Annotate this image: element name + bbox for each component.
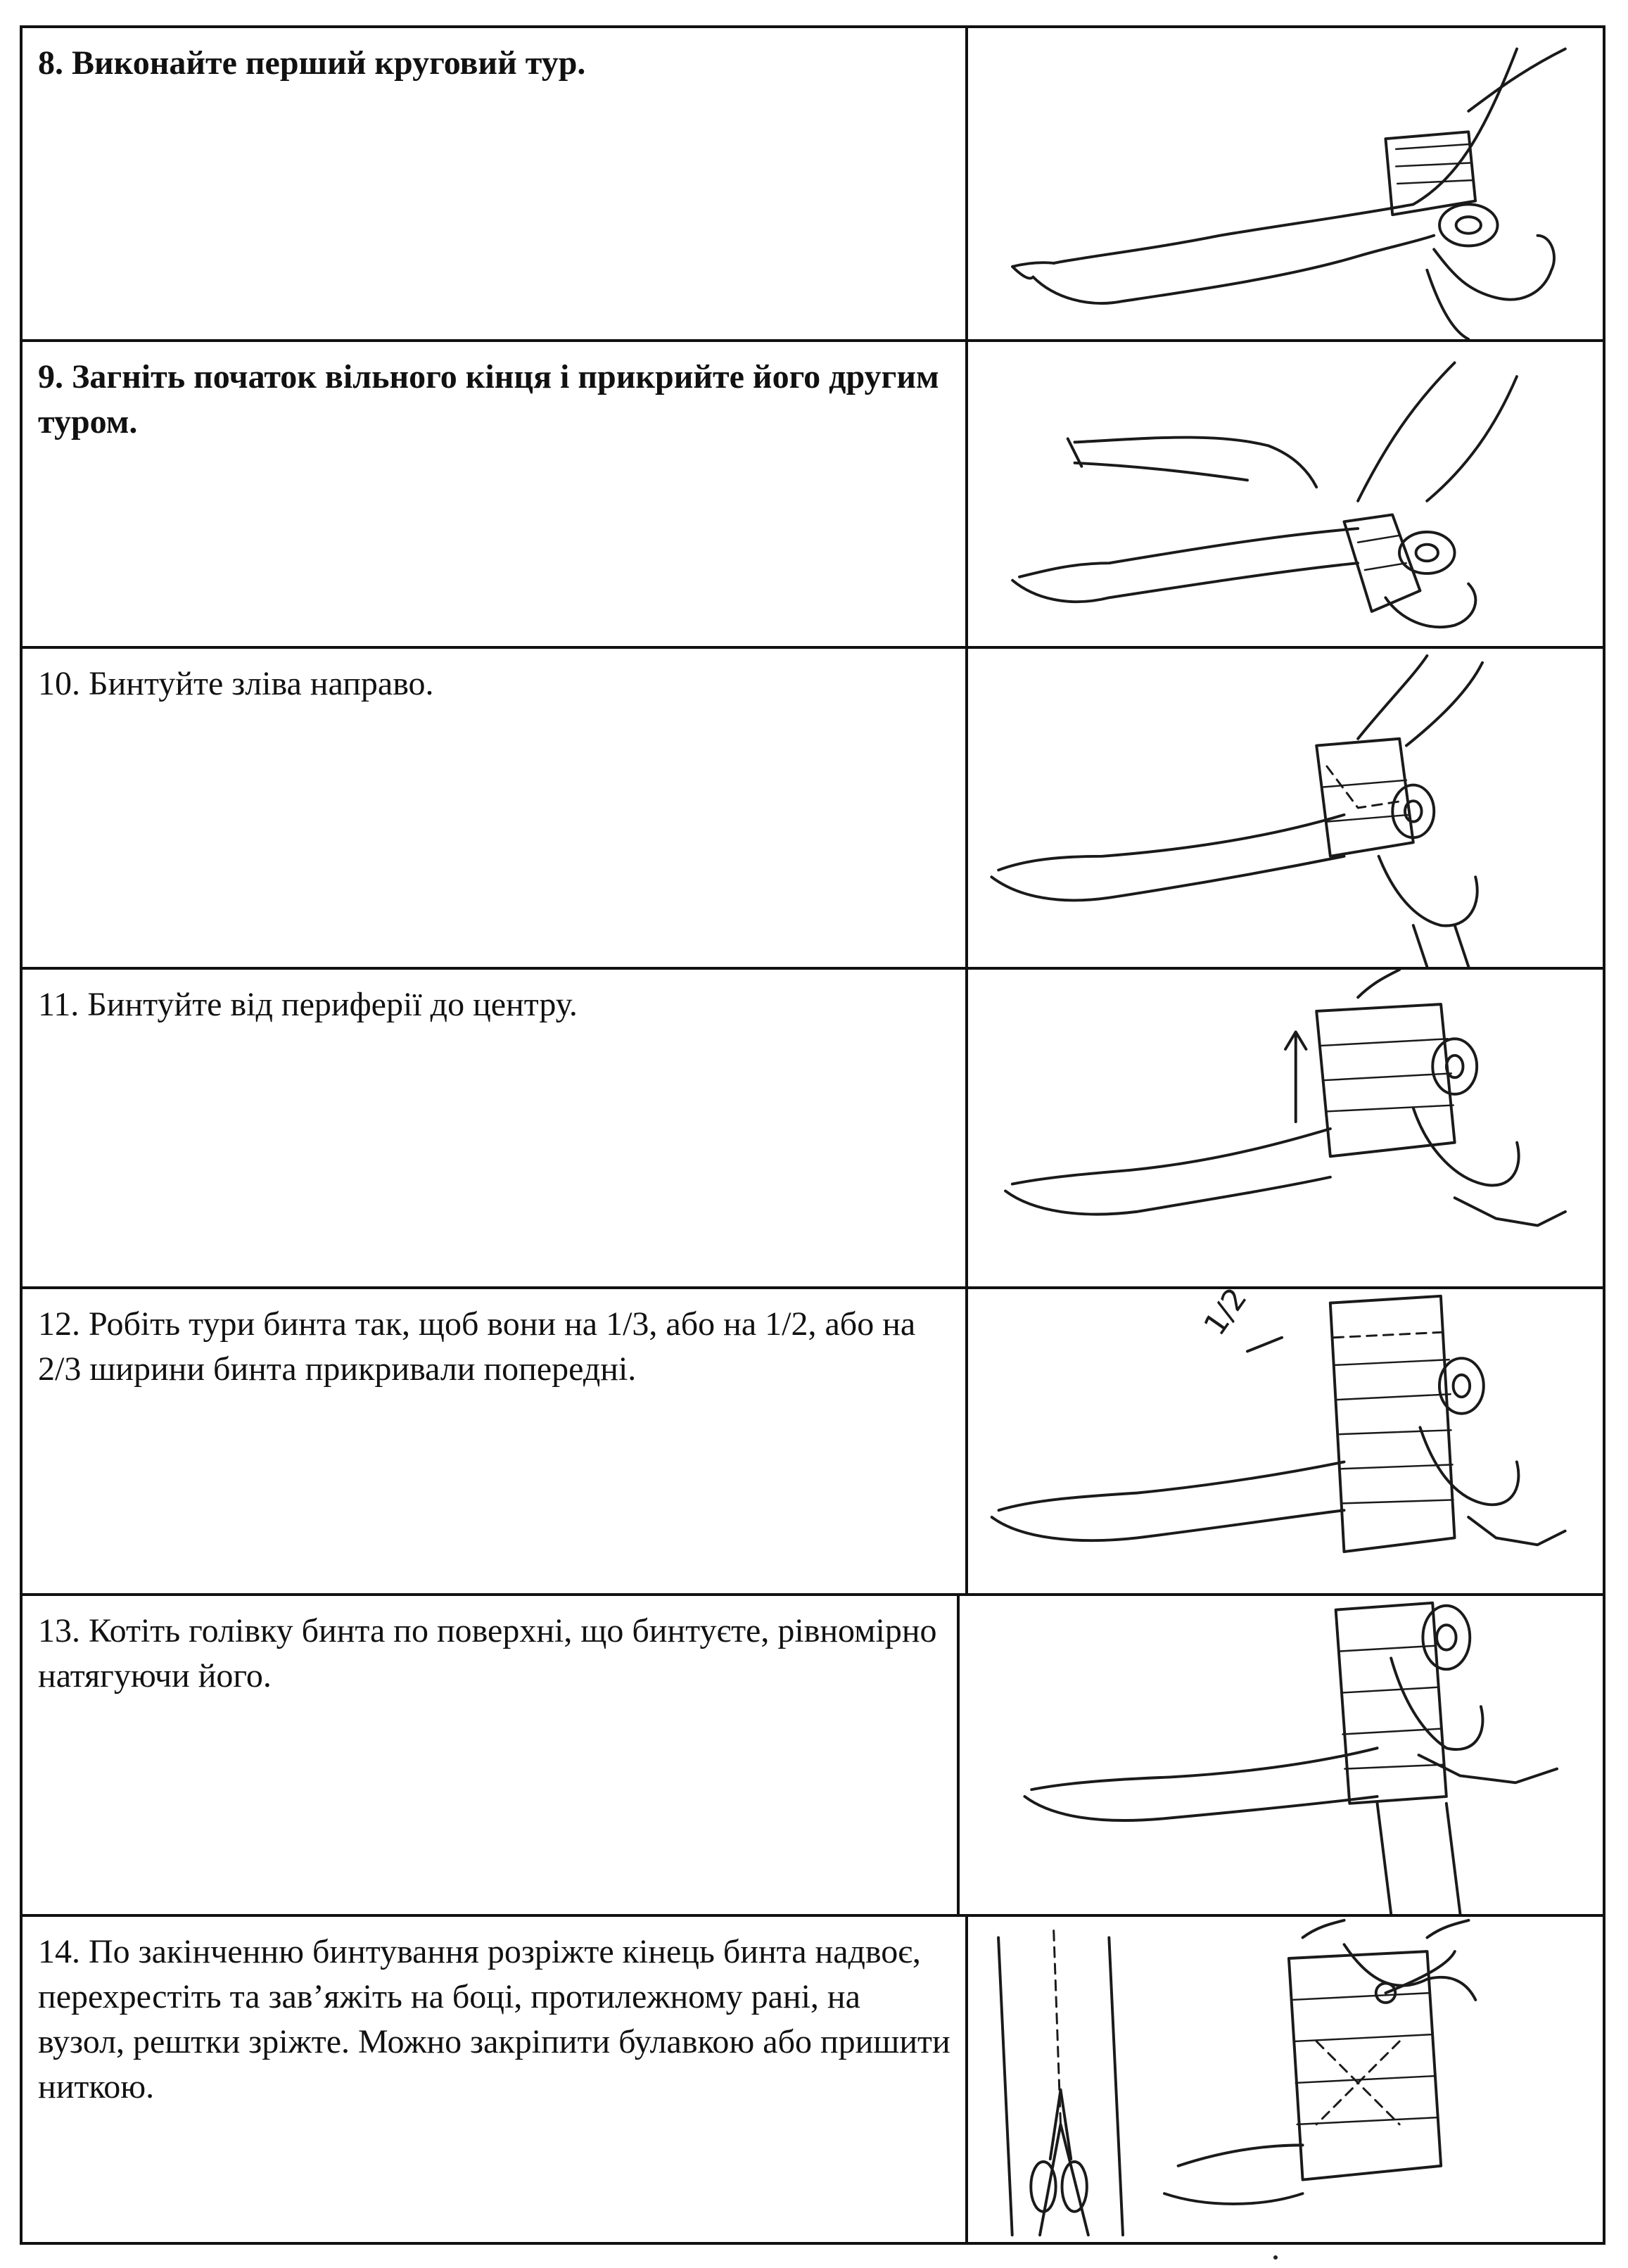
arm-periphery-to-center-drawing <box>1004 970 1567 1227</box>
step-13-text-cell: 13. Котіть голівку бинта по поверхні, що… <box>20 1593 968 1917</box>
step-14-text: 14. По закінченню бинтування розріжте кі… <box>38 1933 950 2105</box>
arm-fold-free-end-drawing <box>1011 361 1518 629</box>
step-12-text: 12. Робіть тури бинта так, щоб вони на 1… <box>38 1305 916 1388</box>
arm-bandage-left-to-right-drawing <box>990 654 1484 967</box>
step-12-illustration: 1/2 <box>965 1286 1605 1596</box>
arm-tie-knot-scissors-drawing <box>997 1918 1477 2237</box>
step-13-illustration <box>957 1593 1605 1917</box>
scan-speck <box>1273 2255 1278 2260</box>
step-14-illustration <box>965 1914 1605 2245</box>
arm-roll-bandage-head-drawing <box>1023 1601 1559 1914</box>
step-10-text-cell: 10. Бинтуйте зліва направо. <box>20 646 968 970</box>
step-11-text-cell: 11. Бинтуйте від периферії до центру. <box>20 967 968 1289</box>
step-8-illustration <box>965 25 1605 342</box>
step-10-text: 10. Бинтуйте зліва направо. <box>38 665 434 702</box>
step-8-text: 8. Виконайте перший круговий тур. <box>38 44 586 82</box>
step-11-illustration <box>965 967 1605 1289</box>
step-8-text-cell: 8. Виконайте перший круговий тур. <box>20 25 968 342</box>
step-13-text: 13. Котіть голівку бинта по поверхні, що… <box>38 1612 937 1694</box>
step-14-text-cell: 14. По закінченню бинтування розріжте кі… <box>20 1914 968 2245</box>
step-11-text: 11. Бинтуйте від периферії до центру. <box>38 986 578 1023</box>
arm-first-circular-turn-drawing <box>1011 47 1567 339</box>
overlap-label: 1/2 <box>1197 1289 1254 1342</box>
step-10-illustration <box>965 646 1605 970</box>
arm-overlapping-turns-drawing: 1/2 <box>990 1289 1567 1554</box>
step-12-text-cell: 12. Робіть тури бинта так, щоб вони на 1… <box>20 1286 968 1596</box>
step-9-text: 9. Загніть початок вільного кінця і прик… <box>38 358 939 441</box>
step-9-illustration <box>965 339 1605 649</box>
step-9-text-cell: 9. Загніть початок вільного кінця і прик… <box>20 339 968 649</box>
